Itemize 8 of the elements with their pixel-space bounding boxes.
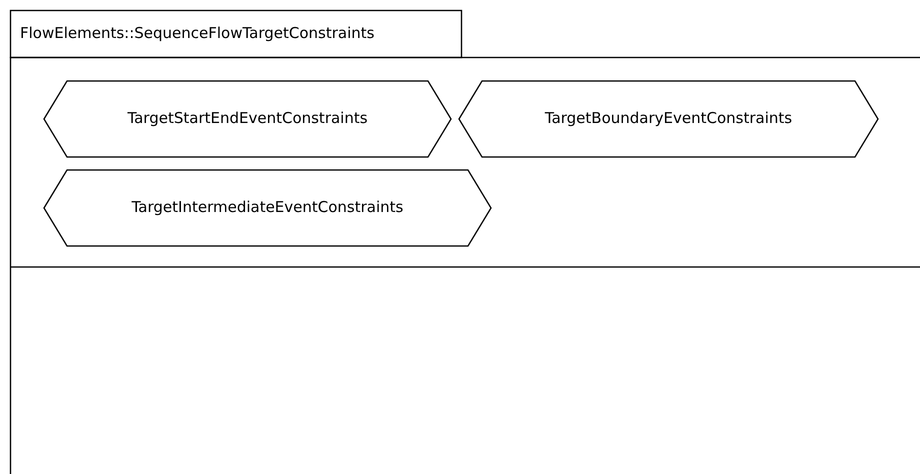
- hexagon-node: [44, 81, 451, 157]
- constraint-name: TargetIntermediateEventConstraints: [130, 198, 404, 216]
- constraint-name: TargetStartEndEventConstraints: [126, 109, 369, 127]
- constraint-name: TargetBoundaryEventConstraints: [544, 109, 794, 127]
- package-title: FlowElements::SequenceFlowTargetConstraints: [20, 24, 374, 42]
- package-frame: [10, 10, 920, 474]
- hexagon-node: [459, 81, 878, 157]
- hexagon-node: [44, 170, 491, 246]
